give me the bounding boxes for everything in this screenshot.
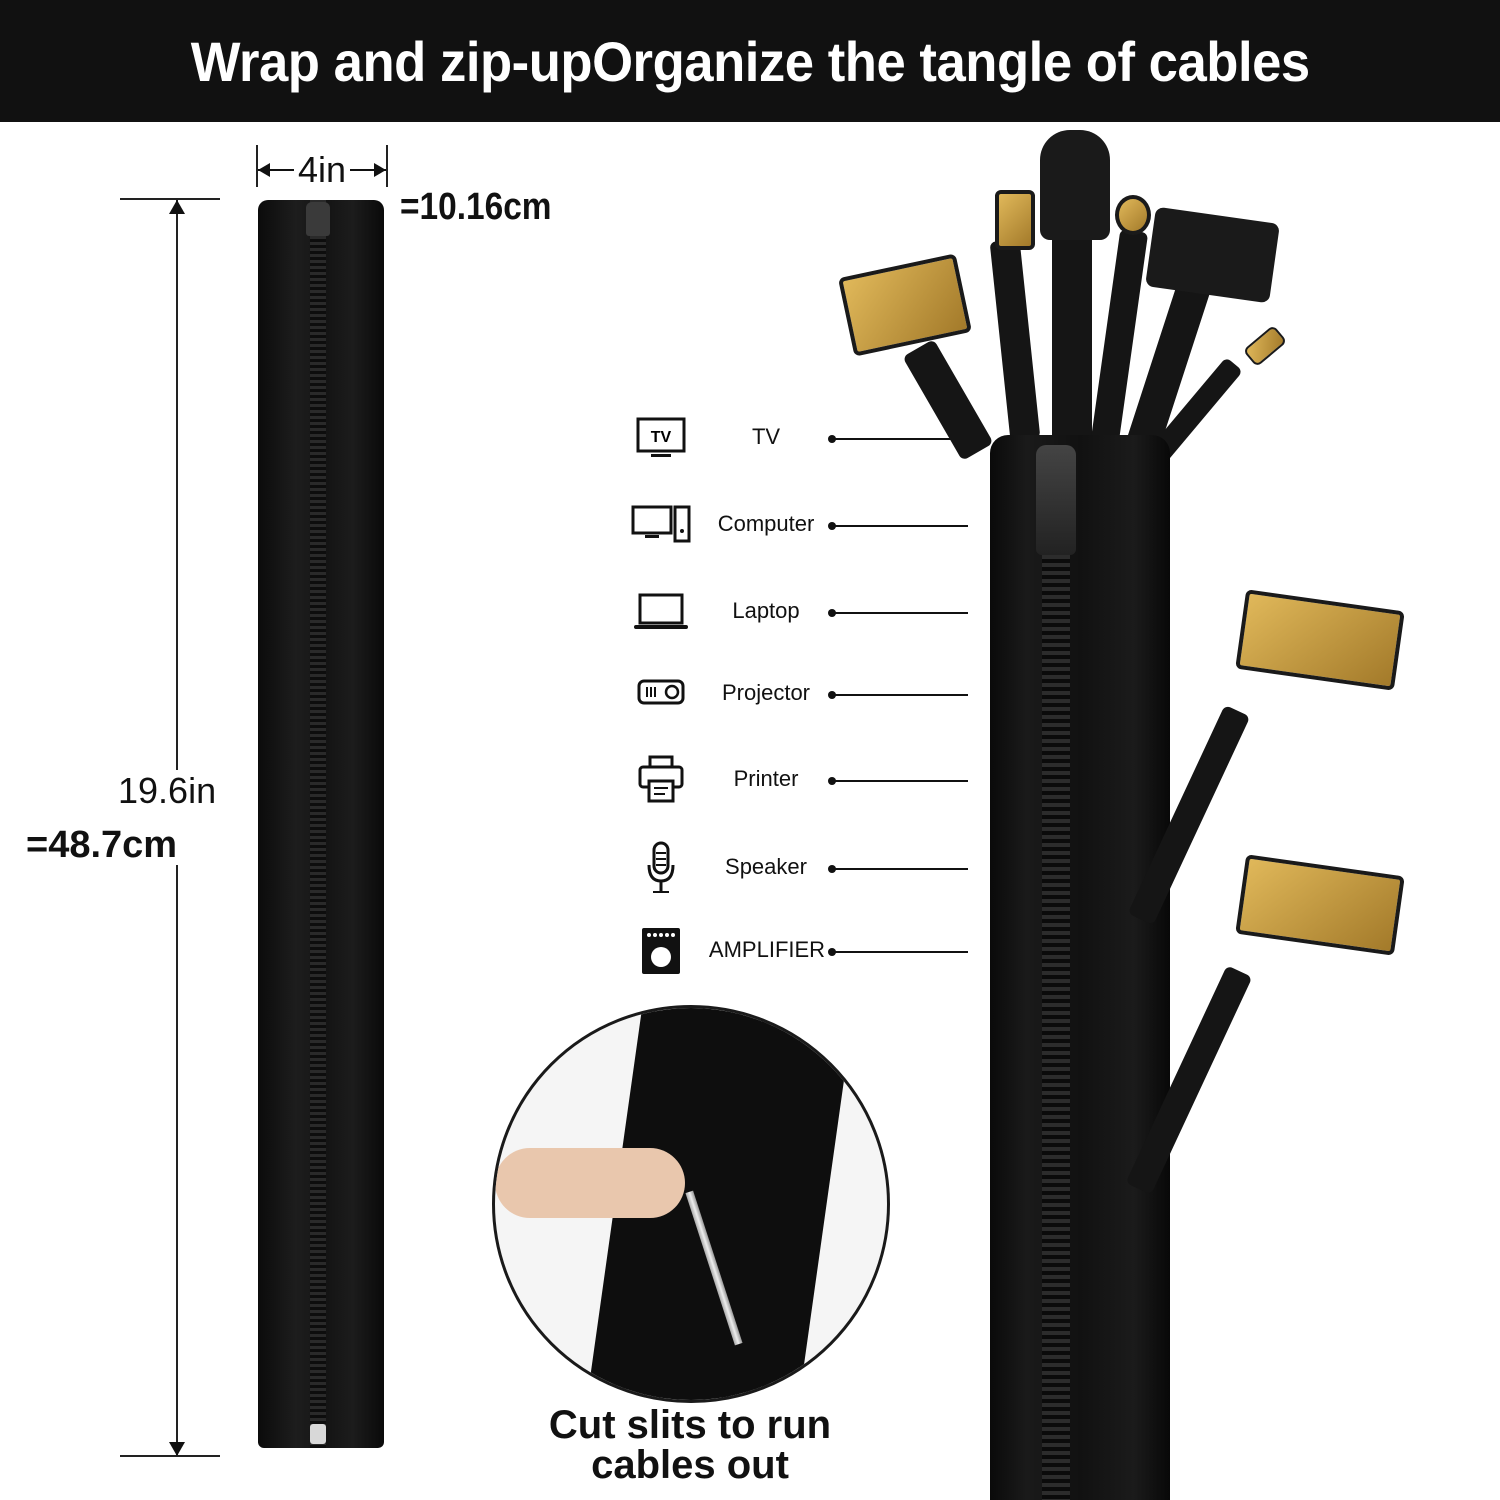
caption-line-1: Cut slits to run — [548, 1403, 832, 1447]
dvi-plug-icon — [1235, 589, 1405, 691]
arrow-right-icon — [374, 163, 386, 177]
banner-title: Wrap and zip-upOrganize the tangle of ca… — [190, 29, 1310, 93]
cable-sleeve-product — [258, 200, 384, 1448]
vga-plug-icon — [837, 253, 973, 357]
caption-line-2: cables out — [591, 1443, 789, 1487]
printer-icon — [630, 752, 692, 808]
hdmi-plug-icon — [995, 190, 1035, 250]
device-item-computer: Computer — [630, 497, 970, 553]
dimension-tick-bottom — [120, 1455, 220, 1457]
dimension-tick-top — [120, 198, 220, 200]
device-item-tv: TV TV — [630, 410, 970, 466]
width-dimension-line: 4in — [256, 145, 388, 190]
svideo-plug-icon — [1115, 195, 1151, 235]
device-label: Speaker — [725, 854, 807, 879]
cable-sleeve-in-use — [990, 435, 1170, 1500]
width-inches: 4in — [297, 149, 347, 190]
connector-line — [832, 780, 968, 782]
arrow-left-icon — [258, 163, 270, 177]
device-label: TV — [751, 424, 781, 449]
connector-line — [832, 525, 968, 527]
device-label: Computer — [717, 511, 815, 536]
cut-slit-detail-circle — [492, 1005, 890, 1403]
connector-line — [832, 438, 968, 440]
connector-line — [832, 868, 968, 870]
width-centimeters: =10.16cm — [400, 186, 552, 228]
ac-plug-icon — [1145, 206, 1280, 304]
computer-icon — [630, 497, 692, 553]
device-item-printer: Printer — [630, 752, 970, 808]
svg-text:TV: TV — [651, 429, 672, 446]
device-label: Projector — [721, 680, 811, 705]
device-label: Printer — [733, 766, 799, 791]
connector-line — [832, 694, 968, 696]
zipper-stop-icon — [310, 1424, 326, 1444]
amplifier-icon — [630, 923, 692, 979]
device-item-amplifier: AMPLIFIER — [630, 923, 970, 979]
figure8-plug-icon — [1040, 130, 1110, 240]
zipper-pull-icon — [306, 202, 330, 236]
title-banner: Wrap and zip-upOrganize the tangle of ca… — [0, 0, 1500, 122]
zipper-track — [310, 200, 326, 1448]
zipper-pull-icon — [1036, 445, 1076, 555]
audio-jack-icon — [1242, 324, 1288, 368]
projector-icon — [630, 666, 692, 722]
hdmi-cable — [989, 238, 1041, 442]
height-dimension-line — [169, 200, 185, 1456]
laptop-icon — [630, 584, 692, 640]
cut-slits-caption: Cut slits to run cables out — [490, 1405, 890, 1485]
zipper-track — [1042, 475, 1070, 1500]
dvi-plug-icon — [1235, 854, 1405, 956]
microphone-icon — [630, 840, 692, 896]
device-item-projector: Projector — [630, 666, 970, 722]
arrow-down-icon — [169, 1442, 185, 1456]
height-centimeters: =48.7cm — [26, 824, 178, 866]
height-inches: 19.6in — [118, 770, 217, 811]
device-item-laptop: Laptop — [630, 584, 970, 640]
connector-line — [832, 612, 968, 614]
finger-image — [495, 1148, 685, 1218]
arrow-up-icon — [169, 200, 185, 214]
tv-icon: TV — [630, 410, 692, 466]
connector-line — [832, 951, 968, 953]
device-item-speaker: Speaker — [630, 840, 970, 896]
device-label: Laptop — [732, 598, 800, 623]
device-label: AMPLIFIER — [708, 937, 826, 962]
